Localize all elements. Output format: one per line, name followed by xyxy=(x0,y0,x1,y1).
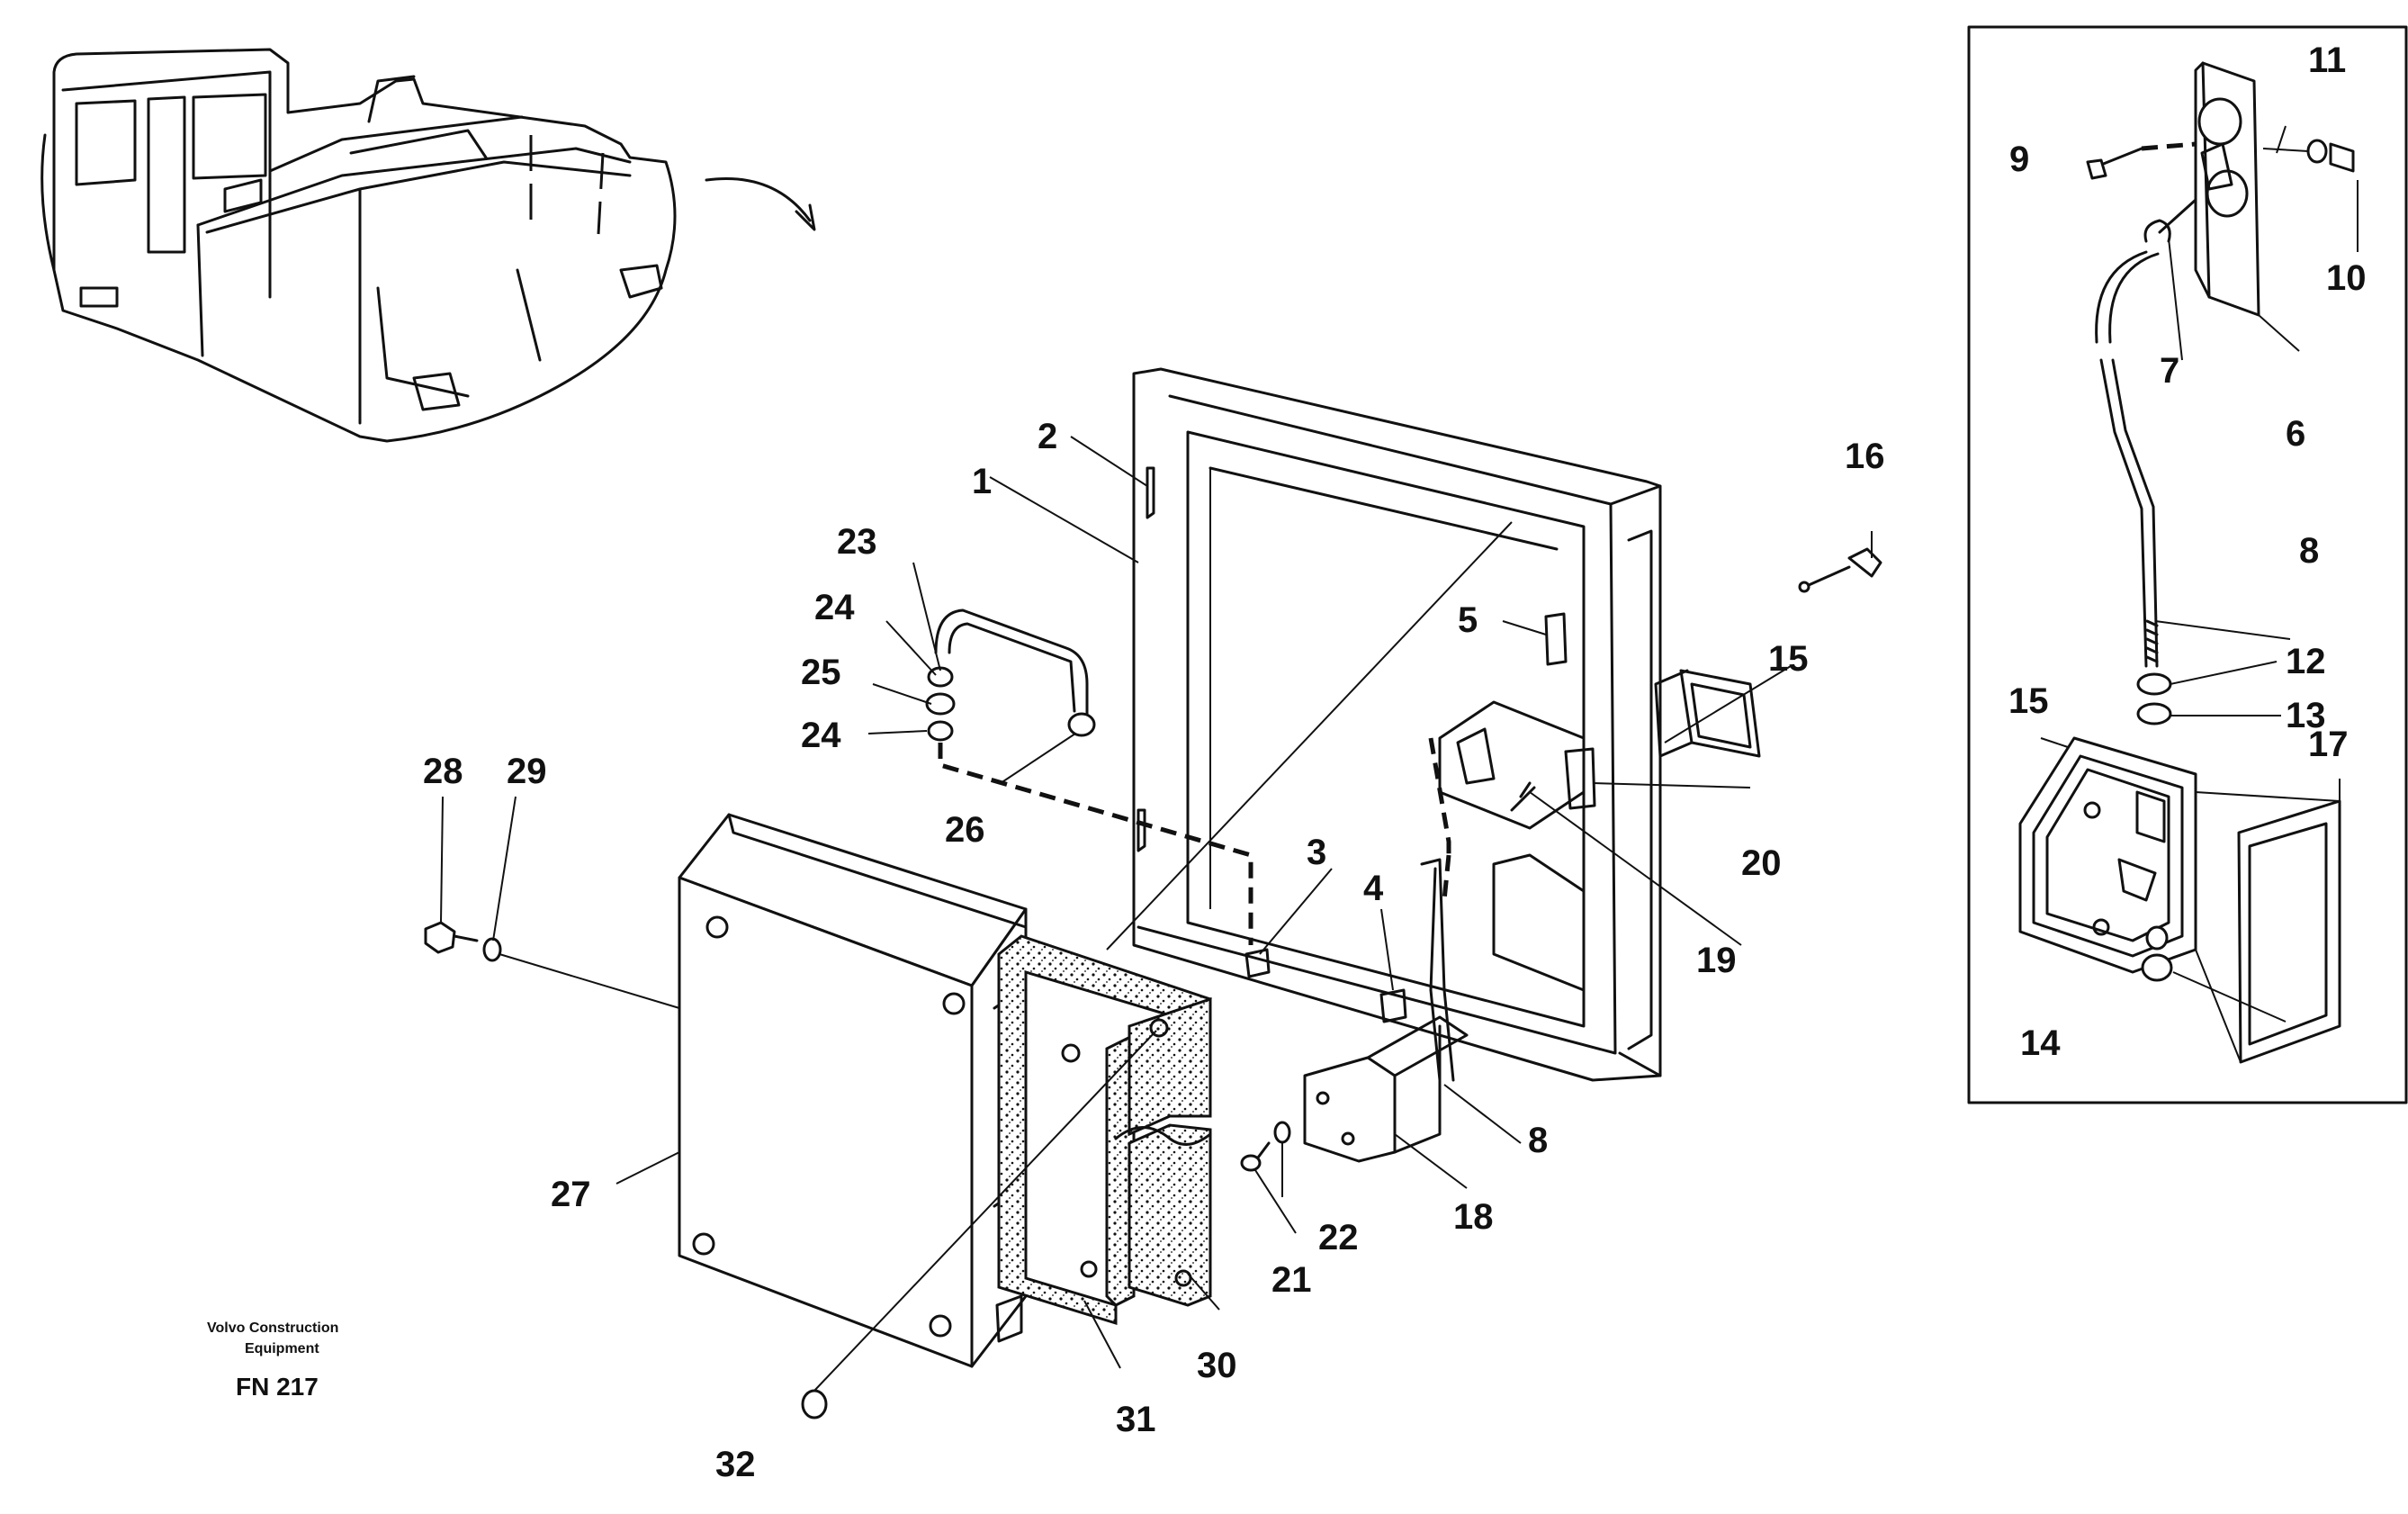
bracket-18 xyxy=(1240,858,1469,1172)
callout-12: 12 xyxy=(2286,642,2326,681)
callout-16: 16 xyxy=(1845,437,1885,476)
handle-assembly xyxy=(925,608,1253,945)
callout-15b: 15 xyxy=(2008,681,2049,721)
control-unit-box xyxy=(678,813,1028,1368)
callout-labels: 1 2 3 4 5 6 7 8 8 9 10 11 12 13 14 15 15… xyxy=(423,41,2367,1484)
callout-4: 4 xyxy=(1363,869,1384,908)
callout-28: 28 xyxy=(423,752,463,791)
screw-washer xyxy=(424,921,680,1009)
callout-14: 14 xyxy=(2020,1023,2061,1063)
callout-15a: 15 xyxy=(1768,639,1809,679)
callout-3: 3 xyxy=(1307,833,1326,872)
detail-inset xyxy=(1967,25,2408,1104)
callout-26: 26 xyxy=(945,810,985,850)
callout-31: 31 xyxy=(1116,1400,1156,1439)
leader-lines xyxy=(440,125,2359,1392)
callout-9: 9 xyxy=(2009,140,2029,179)
figure-footer: Volvo Construction Equipment FN 217 xyxy=(207,1320,338,1401)
callout-8b: 8 xyxy=(1528,1121,1548,1160)
callout-27: 27 xyxy=(551,1175,591,1214)
callout-8a: 8 xyxy=(2299,531,2319,571)
callout-19: 19 xyxy=(1696,941,1737,980)
callout-2: 2 xyxy=(1038,417,1057,456)
figure-code: FN 217 xyxy=(236,1373,319,1401)
callout-30: 30 xyxy=(1197,1346,1237,1385)
lock-housing xyxy=(1510,547,1882,812)
callout-29: 29 xyxy=(507,752,547,791)
callout-25: 25 xyxy=(801,653,841,692)
callout-22: 22 xyxy=(1318,1218,1359,1257)
callout-11: 11 xyxy=(2308,41,2346,80)
callout-20: 20 xyxy=(1741,843,1782,883)
callout-23: 23 xyxy=(837,522,877,562)
bolt-32 xyxy=(801,1389,828,1419)
callout-21: 21 xyxy=(1271,1260,1312,1300)
callout-10: 10 xyxy=(2326,258,2367,298)
callout-17: 17 xyxy=(2308,725,2349,764)
company-line-2: Equipment xyxy=(245,1341,319,1356)
excavator-overview xyxy=(40,48,677,443)
callout-7: 7 xyxy=(2160,351,2179,391)
callout-5: 5 xyxy=(1458,600,1478,640)
foam-gasket xyxy=(997,934,1212,1326)
callout-32: 32 xyxy=(715,1445,756,1484)
callout-13: 13 xyxy=(2286,696,2326,735)
callout-1: 1 xyxy=(972,462,992,501)
view-arrow xyxy=(705,176,816,231)
callout-24a: 24 xyxy=(814,588,855,627)
callout-24b: 24 xyxy=(801,716,841,755)
door-panel xyxy=(1132,367,1662,1082)
callout-18: 18 xyxy=(1453,1197,1494,1237)
company-line-1: Volvo Construction xyxy=(207,1320,338,1336)
callout-6: 6 xyxy=(2286,414,2305,454)
